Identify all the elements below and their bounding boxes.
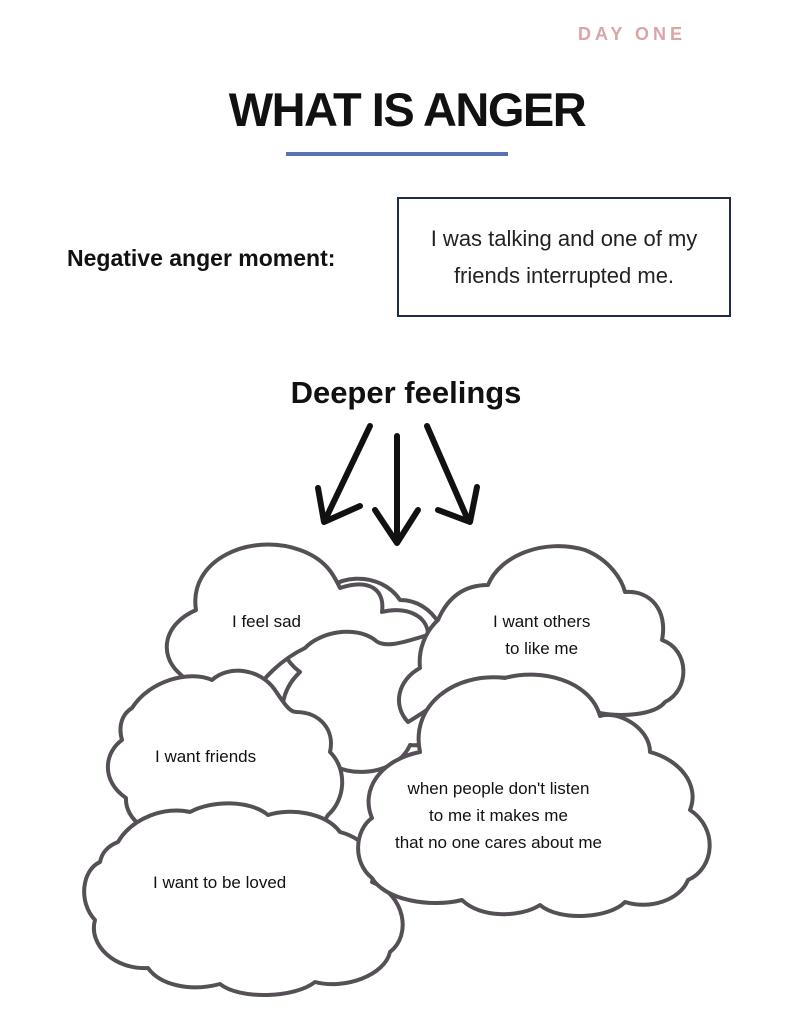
cloud-line: when people don't listen bbox=[407, 779, 590, 798]
cloud-line: to me it makes me bbox=[429, 806, 568, 825]
arrow-left-icon bbox=[315, 423, 373, 525]
cloud-line: I want to be loved bbox=[153, 873, 287, 892]
cloud-line: I feel sad bbox=[232, 612, 301, 631]
cloud-text-want-loved: I want to be loved bbox=[153, 869, 286, 896]
title-underline bbox=[286, 152, 508, 156]
arrow-down-icon bbox=[372, 433, 421, 546]
cloud-line: to like me bbox=[505, 639, 579, 658]
deeper-feelings-title: Deeper feelings bbox=[290, 375, 522, 410]
negative-moment-box: I was talking and one of my friends inte… bbox=[397, 197, 731, 317]
day-label: DAY ONE bbox=[578, 24, 687, 44]
cloud-text-want-others: I want others to like me bbox=[493, 608, 590, 662]
cloud-text-feel-sad: I feel sad bbox=[232, 608, 301, 635]
negative-moment-text: I was talking and one of my friends inte… bbox=[430, 226, 698, 288]
cloud-want-loved bbox=[82, 801, 405, 998]
negative-moment-label: Negative anger moment: bbox=[67, 245, 336, 271]
clouds bbox=[82, 542, 712, 998]
cloud-line: that no one cares about me bbox=[395, 833, 602, 852]
cloud-line: I want friends bbox=[155, 747, 257, 766]
arrows bbox=[315, 423, 480, 546]
cloud-want-friends bbox=[106, 668, 345, 847]
cloud-text-people-dont-listen: when people don't listen to me it makes … bbox=[395, 775, 602, 856]
page-title: WHAT IS ANGER bbox=[228, 83, 587, 136]
cloud-text-want-friends: I want friends bbox=[155, 743, 256, 770]
cloud-line: I want others bbox=[493, 612, 591, 631]
cloud-want-others bbox=[397, 544, 686, 724]
arrow-right-icon bbox=[424, 423, 480, 525]
cloud-people-dont-listen bbox=[356, 672, 712, 918]
